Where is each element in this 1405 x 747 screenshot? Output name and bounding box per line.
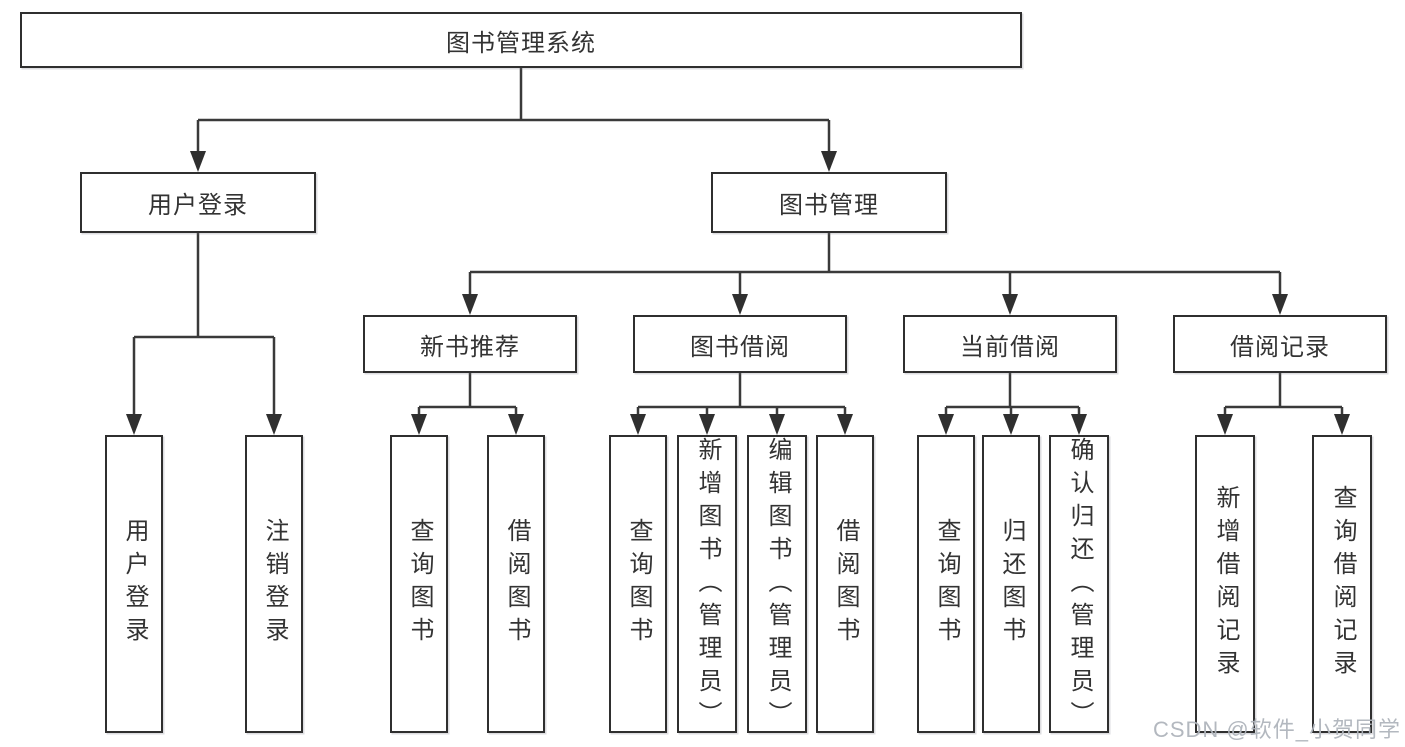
csdn-watermark: CSDN @软件_小贺同学 bbox=[1152, 717, 1401, 742]
arrow-down-icon bbox=[769, 414, 785, 435]
node-label: 图书管理 bbox=[779, 192, 879, 219]
arrow-down-icon bbox=[1071, 414, 1087, 435]
leaf-return-books: 归还图书 bbox=[982, 435, 1040, 733]
leaf-query-books-current: 查询图书 bbox=[917, 435, 975, 733]
arrow-down-icon bbox=[699, 414, 715, 435]
node-user-login: 用户登录 bbox=[80, 172, 316, 233]
arrow-down-icon bbox=[1003, 414, 1019, 435]
arrow-down-icon bbox=[266, 414, 282, 435]
leaf-confirm-return-admin: 确认归还（管理员） bbox=[1049, 435, 1109, 734]
arrow-down-icon bbox=[126, 414, 142, 435]
connector-root-to-level2 bbox=[190, 68, 837, 172]
arrow-down-icon bbox=[411, 414, 427, 435]
node-label: 图书借阅 bbox=[690, 333, 790, 361]
arrow-down-icon bbox=[1217, 414, 1233, 435]
leaf-add-borrow-record: 新增借阅记录 bbox=[1195, 435, 1255, 733]
leaf-borrow-books: 借阅图书 bbox=[816, 435, 874, 733]
arrow-down-icon bbox=[1334, 414, 1350, 435]
arrow-down-icon bbox=[190, 151, 206, 172]
node-label: 当前借阅 bbox=[960, 333, 1060, 361]
arrow-down-icon bbox=[837, 414, 853, 435]
node-book-management: 图书管理 bbox=[711, 172, 947, 233]
node-label: 新书推荐 bbox=[420, 333, 520, 361]
leaf-edit-books-admin: 编辑图书（管理员） bbox=[747, 435, 807, 734]
connector-book-mgmt bbox=[462, 233, 1288, 315]
node-label: 图书管理系统 bbox=[446, 29, 596, 57]
connector-new-book-recommend bbox=[411, 373, 524, 435]
leaf-query-books-recommend: 查询图书 bbox=[390, 435, 448, 733]
arrow-down-icon bbox=[462, 294, 478, 315]
node-label: 借阅记录 bbox=[1230, 333, 1330, 361]
arrow-down-icon bbox=[1002, 294, 1018, 315]
node-borrowing-records: 借阅记录 bbox=[1173, 315, 1387, 373]
arrow-down-icon bbox=[508, 414, 524, 435]
leaf-borrow-books-recommend: 借阅图书 bbox=[487, 435, 545, 733]
arrow-down-icon bbox=[732, 294, 748, 315]
node-current-borrowing: 当前借阅 bbox=[903, 315, 1117, 373]
node-label: 用户登录 bbox=[148, 192, 248, 219]
connector-book-borrowing bbox=[630, 373, 853, 435]
node-book-borrowing: 图书借阅 bbox=[633, 315, 847, 373]
leaf-query-books-borrowing: 查询图书 bbox=[609, 435, 667, 733]
arrow-down-icon bbox=[1272, 294, 1288, 315]
leaf-user-login: 用户登录 bbox=[105, 435, 163, 733]
leaf-add-books-admin: 新增图书（管理员） bbox=[677, 435, 737, 734]
arrow-down-icon bbox=[821, 151, 837, 172]
node-library-management-system: 图书管理系统 bbox=[20, 12, 1022, 68]
leaf-logout: 注销登录 bbox=[245, 435, 303, 733]
node-new-book-recommend: 新书推荐 bbox=[363, 315, 577, 373]
connector-user-login bbox=[126, 233, 282, 435]
arrow-down-icon bbox=[630, 414, 646, 435]
connector-borrowing-records bbox=[1217, 373, 1350, 435]
arrow-down-icon bbox=[938, 414, 954, 435]
leaf-query-borrow-record: 查询借阅记录 bbox=[1312, 435, 1372, 733]
connector-current-borrowing bbox=[938, 373, 1087, 435]
